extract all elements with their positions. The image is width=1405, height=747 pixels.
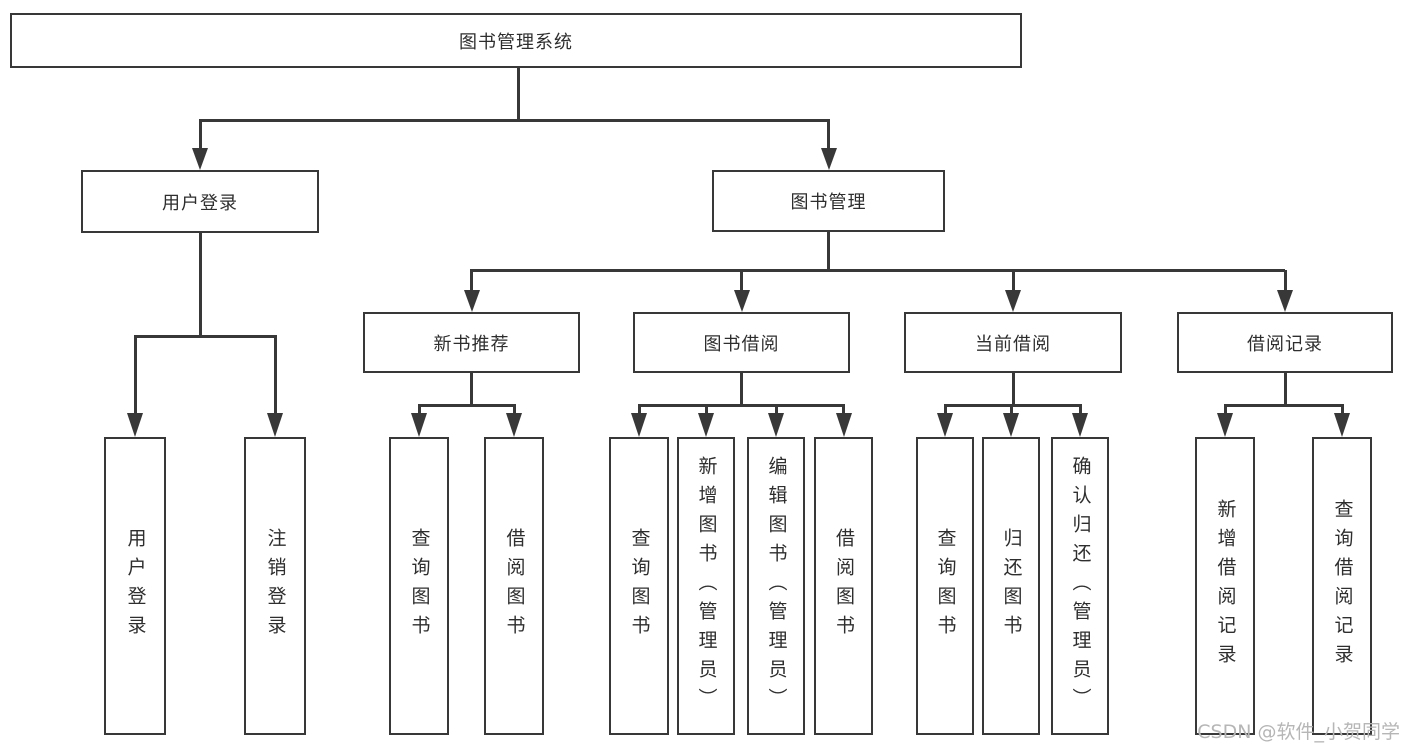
- node-label: 借阅记录: [1247, 333, 1323, 355]
- arrow-down-icon: [1005, 290, 1021, 312]
- connector-line: [1009, 405, 1013, 417]
- connector-line: [1223, 403, 1344, 407]
- node-borrow-books-recommend: 借阅图书: [484, 437, 544, 735]
- connector-line: [417, 405, 421, 417]
- arrow-down-icon: [463, 290, 480, 312]
- node-book-borrowing: 图书借阅: [633, 312, 850, 373]
- node-query-books-recommend: 查询图书: [389, 437, 449, 735]
- connector-line: [516, 68, 520, 120]
- node-label: 查询图书: [934, 528, 957, 644]
- node-label: 归还图书: [1000, 528, 1023, 644]
- node-label: 用户登录: [162, 192, 238, 214]
- node-label: 编辑图书（管理员）: [765, 455, 788, 717]
- node-add-borrow-record: 新增借阅记录: [1195, 437, 1255, 735]
- node-label: 图书管理: [790, 192, 867, 213]
- node-user-login: 用户登录: [81, 170, 319, 233]
- connector-line: [774, 405, 778, 417]
- node-add-books-admin: 新增图书（管理员）: [677, 437, 735, 735]
- connector-line: [704, 405, 708, 417]
- arrow-down-icon: [631, 413, 647, 437]
- connector-line: [133, 336, 137, 416]
- connector-line: [827, 120, 830, 151]
- arrow-down-icon: [127, 413, 143, 437]
- connector-line: [417, 403, 516, 407]
- node-label: 借阅图书: [833, 528, 855, 644]
- node-label: 查询借阅记录: [1331, 499, 1354, 673]
- arrow-down-icon: [506, 413, 522, 437]
- connector-line: [740, 270, 743, 293]
- arrow-down-icon: [1003, 413, 1019, 437]
- csdn-watermark: CSDN @软件_小贺同学: [1197, 721, 1400, 743]
- connector-line: [1011, 270, 1015, 293]
- connector-line: [470, 270, 473, 293]
- connector-line: [133, 334, 277, 338]
- node-label: 查询图书: [628, 528, 651, 644]
- node-logout: 注销登录: [244, 437, 306, 735]
- node-current-borrowing: 当前借阅: [904, 312, 1122, 373]
- connector-line: [512, 405, 516, 417]
- arrow-down-icon: [1334, 413, 1350, 437]
- arrow-down-icon: [733, 290, 750, 312]
- connector-line: [1078, 405, 1082, 417]
- connector-line: [842, 405, 845, 417]
- arrow-down-icon: [820, 148, 837, 170]
- arrow-down-icon: [1217, 413, 1233, 437]
- connector-line: [637, 403, 845, 407]
- connector-line: [1011, 373, 1015, 406]
- arrow-down-icon: [937, 413, 953, 437]
- node-label: 查询图书: [408, 528, 431, 644]
- node-label: 图书借阅: [703, 333, 780, 355]
- connector-line: [1283, 373, 1287, 406]
- node-borrow-books: 借阅图书: [814, 437, 873, 735]
- connector-line: [827, 232, 830, 272]
- node-label: 新书推荐: [433, 333, 510, 355]
- node-user-login-leaf: 用户登录: [104, 437, 166, 735]
- connector-line: [740, 373, 743, 406]
- node-label: 用户登录: [124, 528, 147, 644]
- connector-line: [198, 118, 830, 122]
- arrow-down-icon: [1072, 413, 1088, 437]
- node-confirm-return-admin: 确认归还（管理员）: [1051, 437, 1109, 735]
- arrow-down-icon: [267, 413, 283, 437]
- arrow-down-icon: [411, 413, 427, 437]
- node-label: 图书管理系统: [459, 31, 573, 53]
- connector-line: [637, 405, 641, 417]
- node-label: 当前借阅: [975, 333, 1051, 355]
- node-query-borrow-record: 查询借阅记录: [1312, 437, 1372, 735]
- arrow-down-icon: [192, 148, 208, 170]
- node-label: 确认归还（管理员）: [1069, 455, 1092, 717]
- connector-line: [470, 268, 1285, 272]
- node-label: 新增图书（管理员）: [695, 455, 718, 717]
- node-borrowing-records: 借阅记录: [1177, 312, 1393, 373]
- connector-line: [943, 405, 947, 417]
- node-query-books-current: 查询图书: [916, 437, 974, 735]
- node-label: 新增借阅记录: [1214, 499, 1237, 673]
- arrow-down-icon: [1277, 290, 1293, 312]
- connector-line: [1283, 270, 1287, 293]
- connector-line: [1340, 405, 1344, 417]
- connector-line: [470, 373, 473, 406]
- connector-line: [273, 336, 277, 416]
- connector-line: [943, 403, 1082, 407]
- node-label: 注销登录: [264, 528, 287, 644]
- arrow-down-icon: [768, 413, 784, 437]
- node-query-books-borrowing: 查询图书: [609, 437, 669, 735]
- node-book-management: 图书管理: [712, 170, 945, 232]
- node-library-management-system: 图书管理系统: [10, 13, 1022, 68]
- arrow-down-icon: [835, 413, 852, 437]
- node-return-books: 归还图书: [982, 437, 1040, 735]
- node-new-book-recommend: 新书推荐: [363, 312, 580, 373]
- node-label: 借阅图书: [503, 528, 526, 644]
- connector-line: [1223, 405, 1227, 417]
- connector-line: [198, 120, 202, 151]
- connector-line: [198, 233, 202, 337]
- node-edit-books-admin: 编辑图书（管理员）: [747, 437, 805, 735]
- arrow-down-icon: [698, 413, 714, 437]
